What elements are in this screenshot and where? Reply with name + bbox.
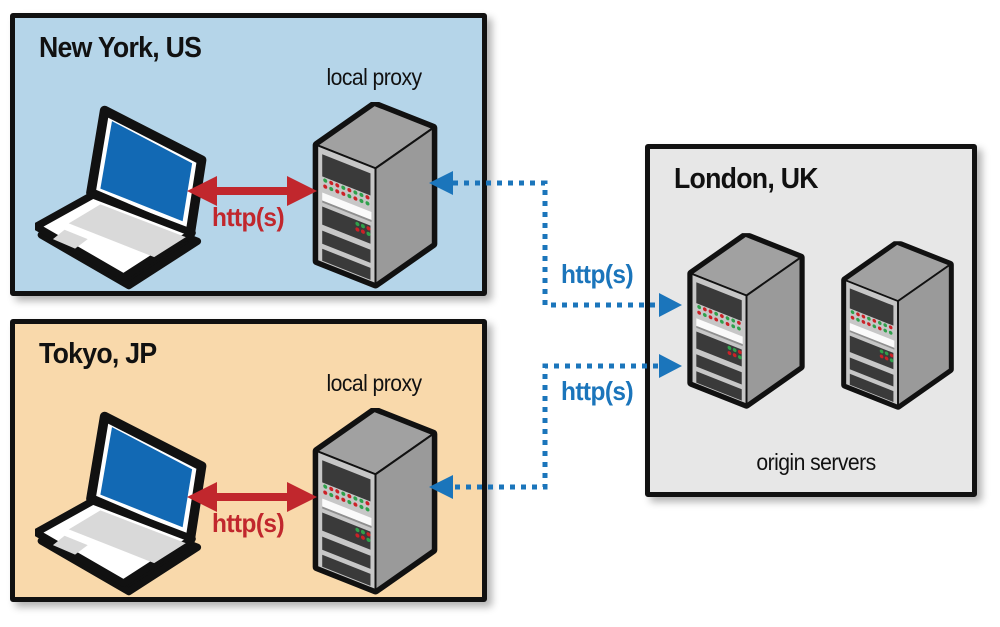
proxy-server-icon-new-york — [309, 102, 441, 293]
http-label-new-york: http(s) — [211, 202, 285, 232]
local-proxy-label-new-york: local proxy — [326, 64, 422, 90]
region-title-new-york: New York, US — [39, 32, 202, 64]
region-london: London, UK origin servers — [645, 144, 977, 497]
region-title-london: London, UK — [674, 163, 819, 195]
origin-server-icon-2 — [838, 241, 957, 414]
http-label-tokyo: http(s) — [211, 508, 285, 538]
http-label-ny-london: http(s) — [560, 259, 634, 289]
laptop-icon-tokyo — [35, 408, 209, 598]
region-title-tokyo: Tokyo, JP — [39, 338, 157, 370]
laptop-icon-new-york — [35, 102, 209, 292]
origin-servers-label: origin servers — [756, 449, 876, 475]
region-new-york: New York, US local proxy http(s) — [10, 13, 487, 296]
proxy-server-icon-tokyo — [309, 408, 441, 599]
http-label-tokyo-london: http(s) — [560, 376, 634, 406]
local-proxy-label-tokyo: local proxy — [326, 370, 422, 396]
region-tokyo: Tokyo, JP local proxy http(s) — [10, 319, 487, 602]
origin-server-icon-1 — [684, 233, 808, 413]
